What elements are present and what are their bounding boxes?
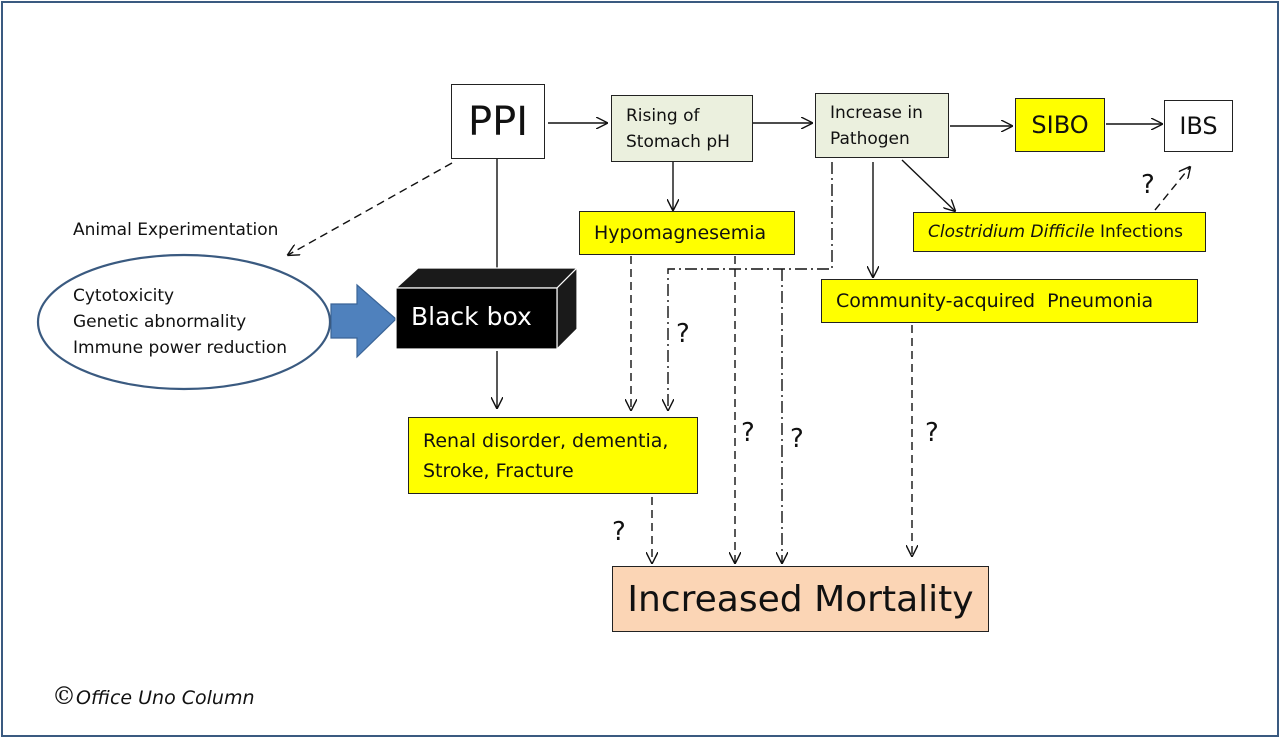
renal-node: Renal disorder, dementia, Stroke, Fractu… xyxy=(408,417,698,494)
question-mark-renal-mortality: ? xyxy=(612,517,626,547)
effects-ellipse xyxy=(36,253,332,391)
question-mark-pneumonia-mortality: ? xyxy=(925,418,939,448)
animal-experimentation-label: Animal Experimentation xyxy=(73,220,279,240)
clostridium-italic-name: Clostridium Difficile xyxy=(928,222,1095,242)
arrow-pathogen-to-clostridium xyxy=(901,159,955,211)
clostridium-node: Clostridium Difficile Infections xyxy=(913,212,1206,252)
pneumonia-label: Community-acquired Pneumonia xyxy=(836,290,1154,312)
black-box-label: Black box xyxy=(411,302,532,331)
clostridium-label: Clostridium Difficile Infections xyxy=(928,222,1183,242)
arrow-clostridium-to-ibs xyxy=(1154,167,1190,211)
question-mark-pathogen-renal: ? xyxy=(676,319,690,349)
pathogen-line-1: Increase in xyxy=(830,102,923,123)
block-arrow-ellipse-to-black-box xyxy=(330,283,397,359)
pathogen-line-2: Pathogen xyxy=(830,128,910,149)
stomach-ph-line-1: Rising of xyxy=(626,105,700,126)
ellipse-item-cytotoxicity: Cytotoxicity xyxy=(73,286,175,306)
hypomagnesemia-label: Hypomagnesemia xyxy=(594,222,767,244)
stomach-ph-line-2: Stomach pH xyxy=(626,131,730,152)
renal-line-2: Stroke, Fracture xyxy=(423,459,574,482)
ellipse-item-genetic-abnormality: Genetic abnormality xyxy=(73,312,247,332)
sibo-node: SIBO xyxy=(1015,98,1105,152)
black-box-front-face xyxy=(395,287,558,350)
renal-line-1: Renal disorder, dementia, xyxy=(423,429,669,452)
copyright-text: Office Uno Column xyxy=(76,687,255,709)
arrow-pathogen-to-renal xyxy=(668,162,833,410)
ppi-node: PPI xyxy=(451,84,545,159)
hypomagnesemia-node: Hypomagnesemia xyxy=(579,211,795,255)
copyright-symbol: © xyxy=(52,682,76,710)
ibs-node: IBS xyxy=(1164,100,1233,152)
copyright-label: ©Office Uno Column xyxy=(52,682,255,710)
black-box-top-face xyxy=(394,267,579,289)
question-mark-clostridium-ibs: ? xyxy=(1141,170,1155,200)
arrow-ppi-to-animal-experimentation xyxy=(288,162,453,255)
mortality-label: Increased Mortality xyxy=(627,578,974,620)
pathogen-node: Increase in Pathogen xyxy=(815,93,949,158)
pneumonia-node: Community-acquired Pneumonia xyxy=(821,279,1198,323)
stomach-ph-node: Rising of Stomach pH xyxy=(611,95,753,162)
ellipse-item-immune-power-reduction: Immune power reduction xyxy=(73,338,288,358)
mortality-node: Increased Mortality xyxy=(612,566,989,632)
clostridium-suffix: Infections xyxy=(1094,222,1183,242)
question-mark-branch-mortality: ? xyxy=(790,424,804,454)
question-mark-hypomagnesemia-mortality: ? xyxy=(741,418,755,448)
sibo-label: SIBO xyxy=(1031,111,1089,139)
ppi-label: PPI xyxy=(467,98,529,145)
ibs-label: IBS xyxy=(1179,112,1218,140)
